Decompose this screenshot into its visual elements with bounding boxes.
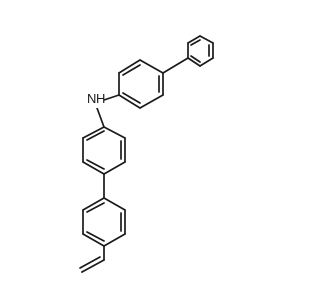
molecule-diagram: N H xyxy=(79,35,214,273)
vinyl-group xyxy=(79,245,105,273)
upper-phenylene-ring xyxy=(118,59,164,109)
nh-atom-label: N xyxy=(87,91,96,106)
lower-phenylene-ring xyxy=(82,126,126,175)
vinylphenyl-ring xyxy=(82,197,126,247)
nh-hydrogen-label: H xyxy=(96,91,105,106)
terminal-phenyl-ring xyxy=(187,35,214,67)
structure-canvas: N H xyxy=(79,35,214,273)
biphenyl-bond-top xyxy=(162,57,189,74)
n-to-lower-ring-bond xyxy=(96,107,105,128)
n-to-upper-ring-bond xyxy=(103,94,120,101)
